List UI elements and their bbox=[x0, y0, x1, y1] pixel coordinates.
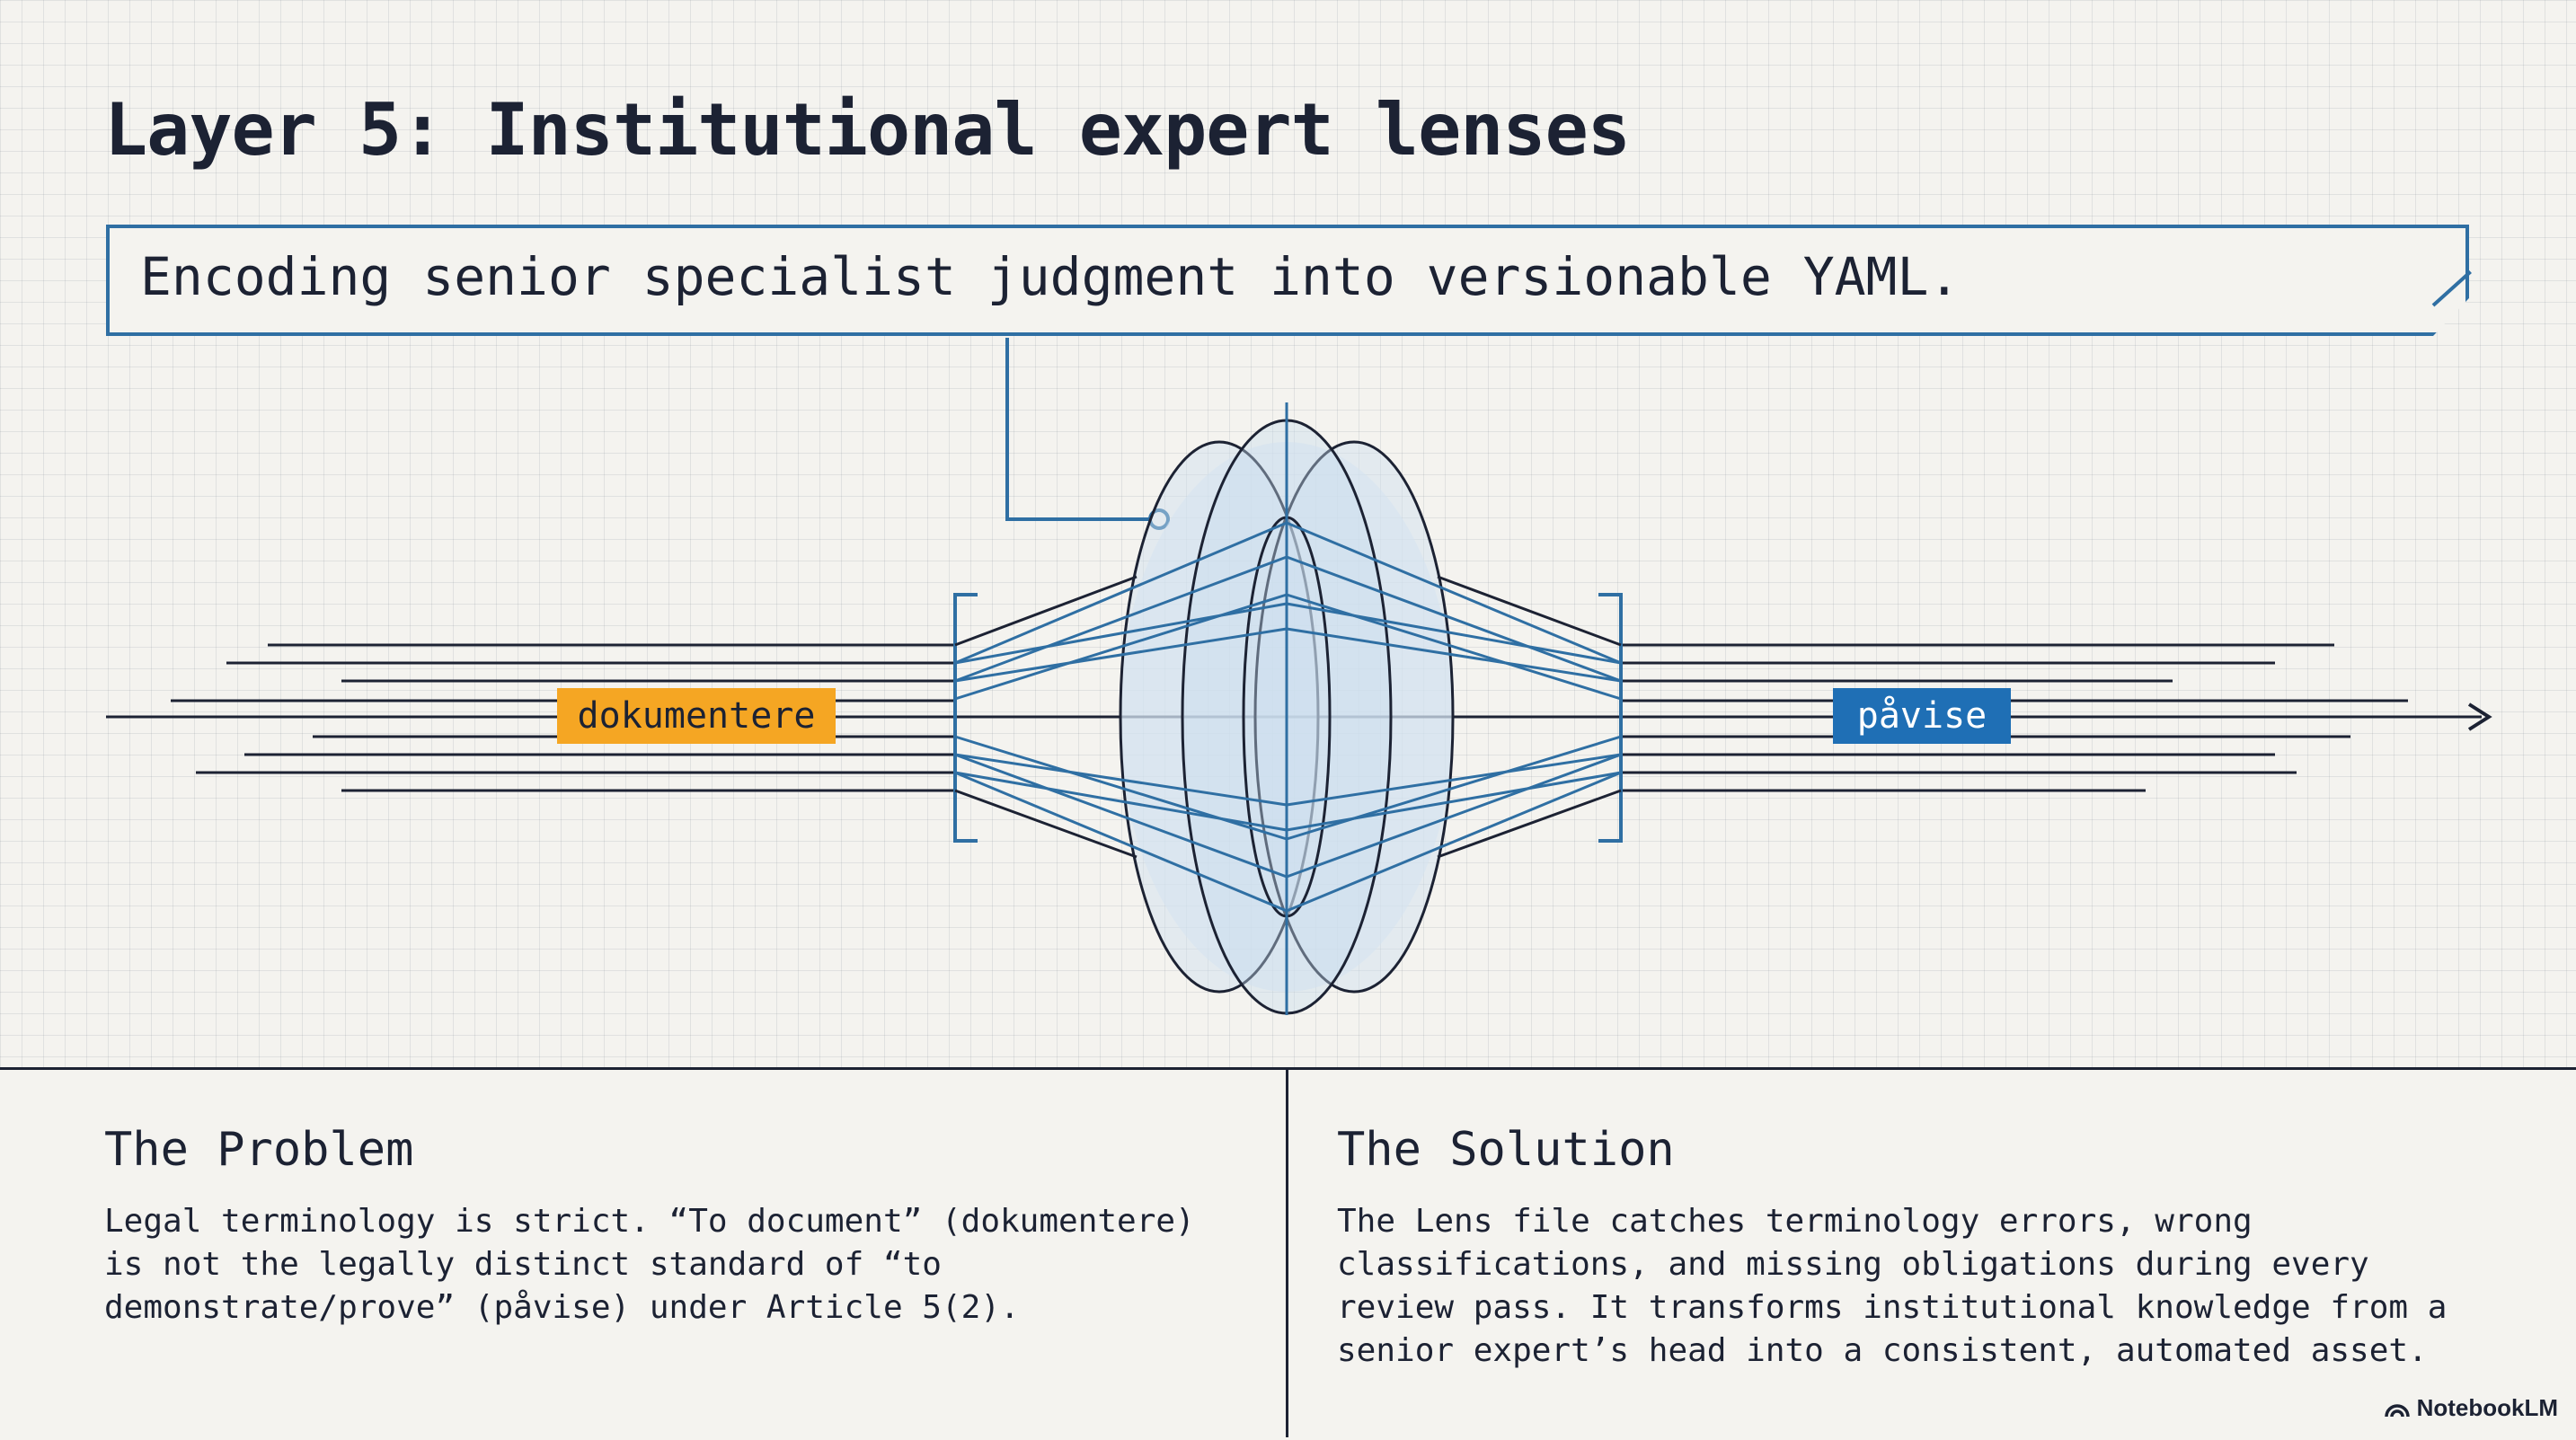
problem-body: Legal terminology is strict. “To documen… bbox=[104, 1203, 1195, 1326]
brand-footer: NotebookLM bbox=[2384, 1394, 2558, 1422]
solution-heading: The Solution bbox=[1337, 1123, 1675, 1177]
output-lines bbox=[1621, 643, 2408, 792]
lens-diagram bbox=[106, 338, 2492, 1015]
subtitle-text: Encoding senior specialist judgment into… bbox=[140, 246, 1961, 307]
input-lines bbox=[171, 643, 955, 792]
input-bracket bbox=[953, 593, 978, 843]
lens-icon bbox=[954, 402, 1622, 1015]
subtitle-box bbox=[106, 225, 2469, 336]
problem-heading: The Problem bbox=[104, 1123, 414, 1177]
connector-line bbox=[1005, 338, 1170, 530]
input-term-label: dokumentere bbox=[557, 688, 836, 744]
arrow-right-icon bbox=[2467, 702, 2492, 731]
slide-title: Layer 5: Institutional expert lenses bbox=[104, 88, 1631, 172]
solution-body: The Lens file catches terminology errors… bbox=[1337, 1203, 2448, 1369]
notebooklm-logo-icon bbox=[2384, 1403, 2410, 1417]
brand-name: NotebookLM bbox=[2416, 1394, 2558, 1421]
column-divider bbox=[1286, 1069, 1288, 1437]
output-bracket bbox=[1598, 593, 1623, 843]
output-term-label: påvise bbox=[1833, 688, 2011, 744]
